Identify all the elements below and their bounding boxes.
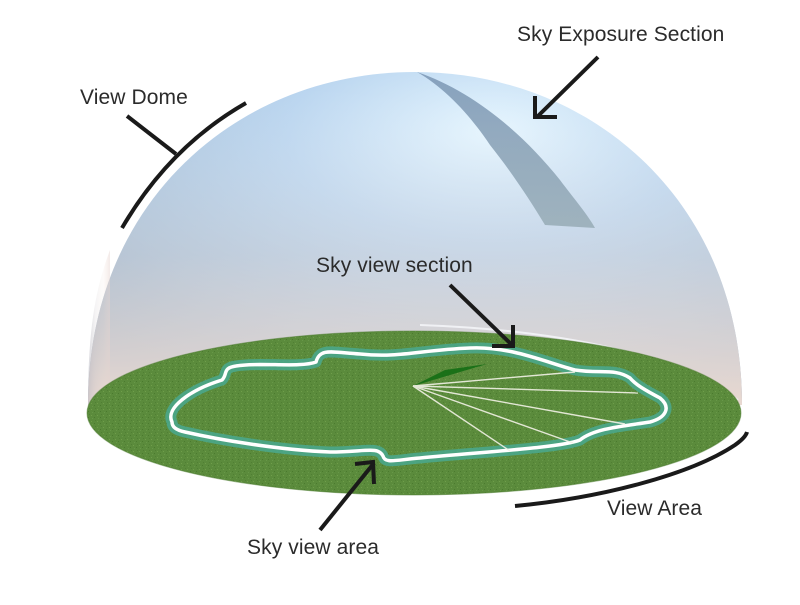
view-area-bracket (514, 431, 749, 508)
label-view-area: View Area (607, 497, 703, 520)
sky-exposure-arrow (536, 55, 600, 118)
sky-view-area-boundary (165, 342, 672, 467)
label-sky-exposure-section: Sky Exposure Section (517, 23, 725, 46)
view-dome-bracket (120, 101, 247, 230)
annotation-strokes (120, 55, 749, 532)
sky-view-area-arrow (318, 461, 376, 532)
label-view-dome: View Dome (80, 86, 188, 109)
label-sky-view-section: Sky view section (316, 254, 473, 277)
sky-view-section (412, 364, 639, 452)
view-dome (88, 72, 742, 405)
sky-exposure-band (417, 72, 595, 228)
label-sky-view-area: Sky view area (247, 536, 380, 559)
sky-view-section-arrow (448, 283, 514, 347)
view-dome-leader (125, 114, 178, 156)
